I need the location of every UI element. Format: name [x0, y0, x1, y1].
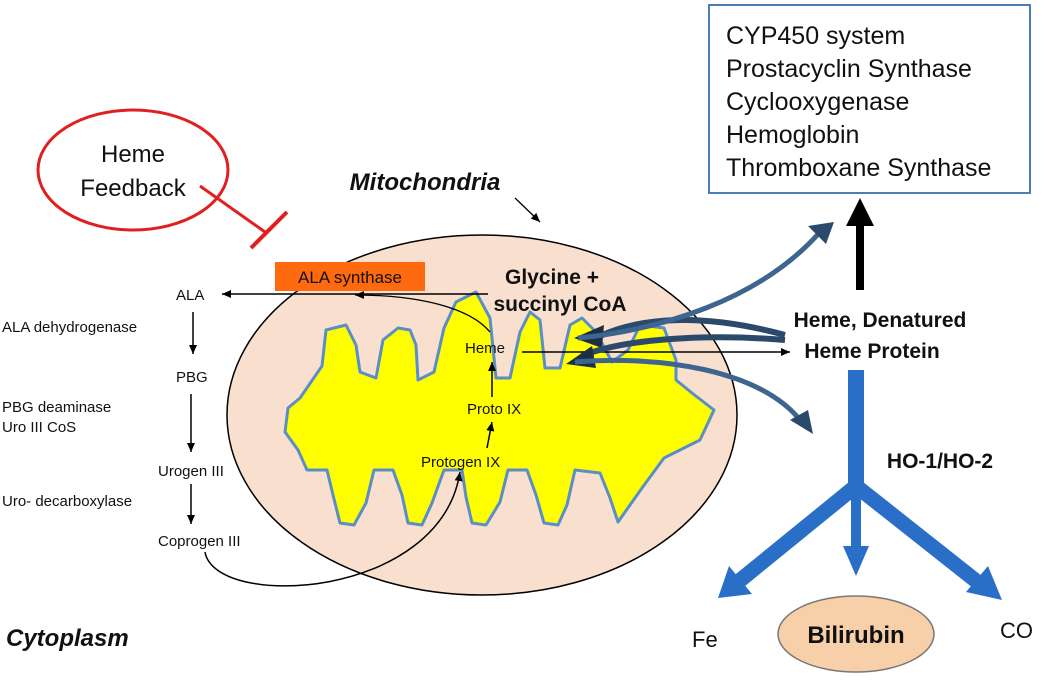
- protogen-ix-label: Protogen IX: [421, 454, 500, 471]
- uro-decarboxylase-label: Uro- decarboxylase: [2, 493, 132, 510]
- urogen-iii-label: Urogen III: [158, 463, 224, 480]
- curved-arrow-to-enzymes: [577, 230, 822, 341]
- heme-label: Heme: [465, 340, 505, 357]
- pbg-label: PBG: [176, 369, 208, 386]
- mitochondria-pointer-arrow: [514, 197, 541, 223]
- feedback-inhibition-line: [199, 184, 266, 234]
- pbg-deaminase-label: PBG deaminase: [2, 399, 111, 416]
- curved-arrow-to-lower-right: [574, 357, 802, 422]
- heme-protein-item: Prostacyclin Synthase: [726, 55, 972, 83]
- co-label: CO: [1000, 618, 1033, 643]
- curved-arrow-to-lower-right-head: [790, 410, 813, 434]
- glycine-label: Glycine +: [505, 266, 599, 289]
- arrow-up-to-heme-proteins-head: [846, 198, 874, 226]
- ala-label: ALA: [176, 287, 204, 304]
- heme-feedback-oval: [36, 108, 230, 232]
- heme-oxygenase-arrows: [718, 370, 1002, 600]
- succinyl-coa-label: succinyl CoA: [493, 293, 626, 316]
- heme-feedback-label-line2: Feedback: [80, 175, 186, 202]
- feedback-inhibition-bar: [249, 210, 289, 250]
- heme-protein-list-box: CYP450 system Prostacyclin Synthase Cycl…: [708, 4, 1031, 194]
- ho-label: HO-1/HO-2: [887, 450, 993, 473]
- arrow-heme-to-ala-synthase: [354, 291, 491, 333]
- heme-protein-item: Cyclooxygenase: [726, 88, 910, 116]
- curved-arrow-to-enzymes-head: [808, 222, 834, 244]
- heme-protein-item: Hemoglobin: [726, 121, 860, 149]
- proto-ix-label: Proto IX: [467, 401, 521, 418]
- heme-denatured-label-line1: Heme, Denatured: [794, 309, 967, 332]
- heme-protein-item: Thromboxane Synthase: [726, 154, 992, 182]
- heme-protein-item: CYP450 system: [726, 22, 906, 50]
- fe-label: Fe: [692, 627, 718, 652]
- uro-iii-cos-label: Uro III CoS: [2, 419, 76, 436]
- bilirubin-label: Bilirubin: [807, 622, 904, 649]
- ala-synthase-label: ALA synthase: [298, 268, 402, 287]
- heme-denatured-label-line2: Heme Protein: [804, 340, 939, 363]
- bilirubin-oval: [777, 595, 935, 673]
- coprogen-iii-label: Coprogen III: [158, 533, 241, 550]
- arrow-coprogen-to-protogen: [204, 471, 463, 587]
- heme-feedback-label-line1: Heme: [101, 141, 165, 168]
- cytoplasm-label: Cytoplasm: [6, 625, 129, 652]
- arrow-protogen-to-proto: [486, 421, 495, 449]
- ala-synthase-box: [275, 262, 425, 291]
- curved-arrow-to-heme: [580, 334, 786, 359]
- mitochondrial-matrix: [283, 290, 716, 527]
- ala-dehydrogenase-label: ALA dehydrogenase: [2, 319, 137, 336]
- mitochondria-label: Mitochondria: [350, 169, 501, 196]
